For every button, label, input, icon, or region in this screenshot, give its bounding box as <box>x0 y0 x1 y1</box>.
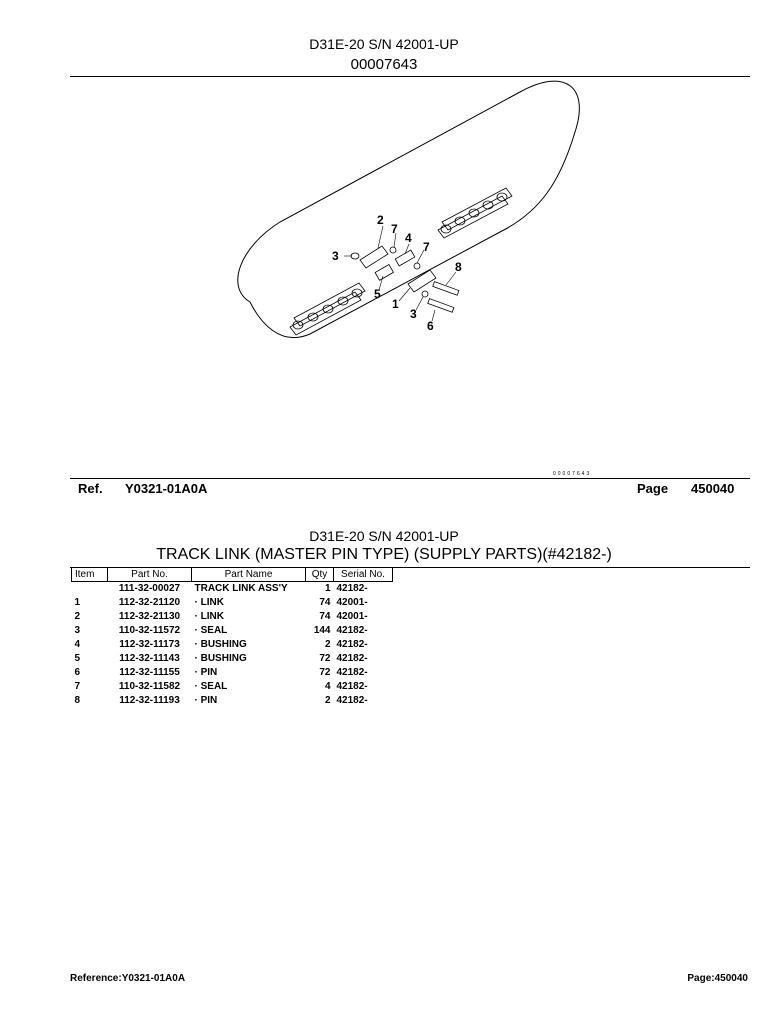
table-row: 3 110-32-11572 · SEAL 144 42182- <box>72 624 393 638</box>
cell-qty: 1 <box>324 583 331 594</box>
table-row: 5 112-32-11143 · BUSHING 72 42182- <box>72 652 393 666</box>
parts-table: Item Part No. Part Name Qty Serial No. 1… <box>71 567 393 708</box>
callout-4: 4 <box>405 231 412 245</box>
table-row: 111-32-00027 TRACK LINK ASS'Y 1 42182- <box>72 582 393 597</box>
cell-part-name: · LINK <box>194 597 224 608</box>
callout-3-left: 3 <box>332 249 339 263</box>
callout-8: 8 <box>455 260 462 274</box>
cell-part-name: · BUSHING <box>194 639 247 650</box>
page-value: 450040 <box>691 481 735 496</box>
cell-part-name: · BUSHING <box>194 653 247 664</box>
cell-part-no: 110-32-11582 <box>118 681 181 692</box>
cell-serial-no: 42182- <box>336 695 368 706</box>
ref-label: Ref. <box>78 481 103 496</box>
cell-qty: 2 <box>324 695 331 706</box>
cell-item: 2 <box>74 611 81 622</box>
ref-value: Y0321-01A0A <box>125 481 208 496</box>
section-title: TRACK LINK (MASTER PIN TYPE) (SUPPLY PAR… <box>156 546 612 563</box>
cell-serial-no: 42182- <box>336 639 368 650</box>
cell-part-name: · SEAL <box>194 681 228 692</box>
callout-2: 2 <box>377 213 384 227</box>
leader-lines <box>344 225 457 322</box>
cell-part-name: · PIN <box>194 695 218 706</box>
cell-serial-no: 42182- <box>336 681 368 692</box>
header-item: Item <box>71 567 108 582</box>
table-row: 6 112-32-11155 · PIN 72 42182- <box>72 666 393 680</box>
table-row: 4 112-32-11173 · BUSHING 2 42182- <box>72 638 393 652</box>
cell-item: 3 <box>74 625 81 636</box>
chain-segment-lower <box>289 282 366 336</box>
footer-reference: Reference:Y0321-01A0A <box>70 973 186 984</box>
table-row: 7 110-32-11582 · SEAL 4 42182- <box>72 680 393 694</box>
table-header-row: Item Part No. Part Name Qty Serial No. <box>71 567 393 582</box>
header-part-no: Part No. <box>107 567 192 582</box>
cell-serial-no: 42001- <box>336 597 368 608</box>
cell-part-no: 112-32-11155 <box>119 667 180 678</box>
cell-part-no: 112-32-11143 <box>119 653 180 664</box>
cell-qty: 74 <box>319 611 331 622</box>
section-divider <box>70 567 750 568</box>
page-label: Page <box>637 481 669 496</box>
illustration-code: 00007643 <box>350 56 418 73</box>
track-link-diagram: 2 7 4 7 3 5 8 1 3 6 <box>237 80 580 339</box>
cell-qty: 2 <box>324 639 331 650</box>
cell-item: 8 <box>74 695 81 706</box>
header-model: D31E-20 S/N 42001-UP <box>309 36 459 52</box>
cell-serial-no: 42001- <box>336 611 368 622</box>
header-divider <box>70 76 750 77</box>
cell-qty: 74 <box>319 597 331 608</box>
chain-segment-upper <box>437 187 513 239</box>
cell-part-no: 112-32-11173 <box>119 639 180 650</box>
section-model: D31E-20 S/N 42001-UP <box>309 528 459 544</box>
callout-7-right: 7 <box>423 240 430 254</box>
cell-part-name: · LINK <box>194 611 224 622</box>
cell-part-name: · PIN <box>194 667 218 678</box>
header-part-name: Part Name <box>191 567 306 582</box>
table-row: 8 112-32-11193 · PIN 2 42182- <box>72 694 393 708</box>
cell-part-no: 112-32-21130 <box>118 611 181 622</box>
cell-serial-no: 42182- <box>336 583 368 594</box>
cell-part-no: 111-32-00027 <box>118 583 181 594</box>
cell-item: 6 <box>74 667 81 678</box>
cell-qty: 72 <box>319 667 331 678</box>
callout-5: 5 <box>374 287 381 301</box>
callout-7-upper: 7 <box>391 222 398 236</box>
illustration-code-small: 00007643 <box>553 471 592 477</box>
cell-item: 5 <box>74 653 81 664</box>
cell-item: 7 <box>74 681 81 692</box>
cell-part-no: 110-32-11572 <box>118 625 181 636</box>
cell-part-no: 112-32-21120 <box>118 597 181 608</box>
exploded-parts <box>350 245 460 313</box>
cell-part-no: 112-32-11193 <box>119 695 180 706</box>
callout-1: 1 <box>392 297 399 311</box>
table-row: 2 112-32-21130 · LINK 74 42001- <box>72 610 393 624</box>
reference-top-rule <box>70 478 750 479</box>
cell-item <box>72 582 108 597</box>
callout-6: 6 <box>427 319 434 333</box>
cell-serial-no: 42182- <box>336 653 368 664</box>
cell-part-name: TRACK LINK ASS'Y <box>194 583 288 594</box>
cell-item: 1 <box>74 597 81 608</box>
cell-part-name: · SEAL <box>194 625 228 636</box>
cell-serial-no: 42182- <box>336 667 368 678</box>
table-row: 1 112-32-21120 · LINK 74 42001- <box>72 596 393 610</box>
footer-page: Page:450040 <box>687 973 748 984</box>
track-loop-outline <box>237 80 580 339</box>
cell-qty: 72 <box>319 653 331 664</box>
header-serial-no: Serial No. <box>333 567 393 582</box>
cell-qty: 144 <box>313 625 331 636</box>
header-qty: Qty <box>305 567 334 582</box>
cell-item: 4 <box>74 639 81 650</box>
cell-qty: 4 <box>324 681 331 692</box>
callout-3-lower: 3 <box>410 307 417 321</box>
cell-serial-no: 42182- <box>336 625 368 636</box>
